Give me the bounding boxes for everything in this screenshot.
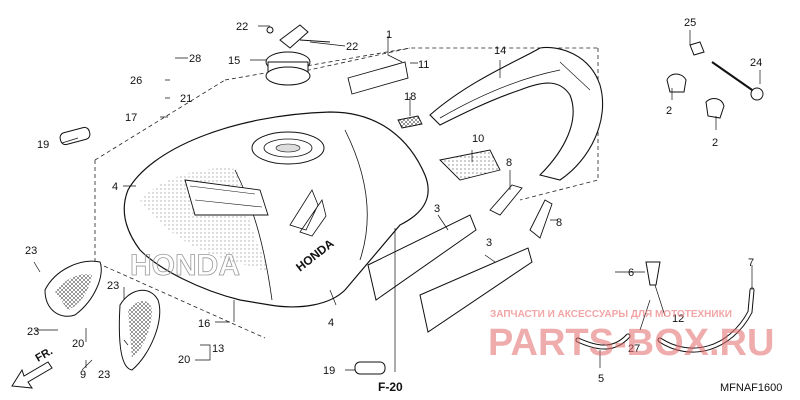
callout-9: 9 [80,369,86,381]
callout-3a: 3 [434,203,440,215]
grommets [59,126,386,375]
callout-23b: 23 [107,280,119,292]
clip [645,261,661,286]
callout-16: 16 [198,318,210,330]
callout-27: 27 [628,343,640,355]
callout-4a: 4 [112,181,118,193]
rear-cowl [429,46,604,181]
callout-13: 13 [212,343,224,355]
callout-10: 10 [472,133,484,145]
callout-17: 17 [125,112,137,124]
callout-21: 21 [180,93,192,105]
callout-25: 25 [684,17,696,29]
callout-26: 26 [130,75,142,87]
callout-14: 14 [494,45,506,57]
watermark-bottom: PARTS-BOX.RU [488,322,774,364]
side-emblem: HONDA [130,249,241,283]
watermark-top: ЗАПЧАСТИ И АКСЕССУАРЫ ДЛЯ МОТОТЕХНИКИ [490,309,732,320]
reference-label: F-20 [378,380,403,394]
callout-7: 7 [748,257,754,269]
callout-22a: 22 [236,21,248,33]
filler-cap-assembly [265,24,331,86]
callout-18: 18 [404,91,416,103]
callout-5: 5 [598,373,604,385]
front-arrow-label: FR. [34,345,55,364]
callout-12: 12 [672,313,684,325]
callout-11: 11 [418,59,429,71]
callout-8b: 8 [556,217,562,229]
callout-19a: 19 [37,139,49,151]
callout-19b: 19 [323,365,335,377]
side-emblem-text: HONDA [130,249,240,282]
callout-15: 15 [228,55,240,67]
callouts: 1 2 2 3 3 4 4 5 6 7 8 8 9 10 11 12 13 14… [25,17,762,385]
callout-23c: 23 [27,326,39,338]
fuel-tank: HONDA [123,111,429,308]
callout-4b: 4 [328,317,334,329]
right-hardware [666,41,764,119]
callout-6: 6 [628,267,634,279]
callout-23d: 23 [98,369,110,381]
leader-lines [33,25,761,372]
watermark: ЗАПЧАСТИ И АКСЕССУАРЫ ДЛЯ МОТОТЕХНИКИ PA… [488,309,774,364]
small-decals [347,61,553,239]
callout-8a: 8 [506,157,512,169]
callout-3b: 3 [486,237,492,249]
callout-24: 24 [750,57,762,69]
callout-22b: 22 [346,41,358,53]
callout-1: 1 [386,29,392,41]
callout-20b: 20 [178,354,190,366]
callout-20a: 20 [72,338,84,350]
side-panels [44,260,161,371]
callout-23a: 23 [25,245,37,257]
callout-2b: 2 [712,137,718,149]
callout-2a: 2 [666,105,672,117]
front-arrow: FR. [11,345,55,389]
diagram-code: MFNAF1600 [720,382,782,394]
callout-28: 28 [189,53,201,65]
